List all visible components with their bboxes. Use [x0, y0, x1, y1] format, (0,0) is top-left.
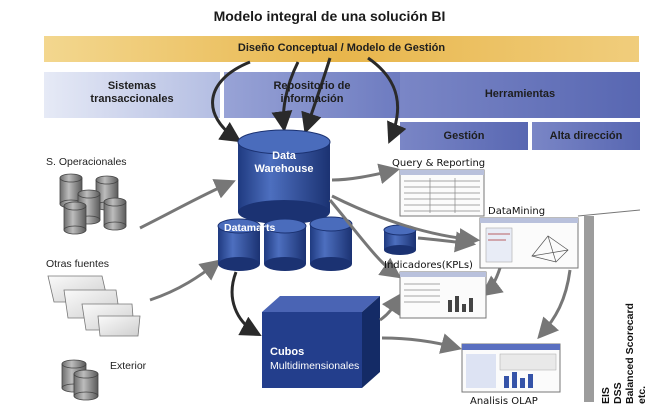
band-alta-direccion-label: Alta dirección — [549, 130, 623, 142]
arrow-top-to-dw-3 — [301, 57, 332, 134]
band-herramientas-label: Herramientas — [484, 88, 556, 100]
indicadores-screen — [399, 271, 487, 319]
arrow-dw-to-query — [331, 163, 401, 185]
vertical-label-etc: etc. — [636, 385, 648, 404]
olap-label: Analisis OLAP — [470, 396, 538, 407]
arrow-cubo-to-indicadores — [379, 292, 403, 322]
vertical-label-eis: EIS — [600, 387, 612, 404]
datamining-label: DataMining — [488, 206, 546, 217]
diagram-title: Modelo integral de una solución BI — [213, 8, 446, 24]
arrow-dw-to-indicadores — [328, 199, 402, 279]
query-reporting-screen — [399, 169, 485, 217]
cubo-icon — [262, 296, 380, 388]
datamarts-icon — [217, 216, 353, 271]
otras-fuentes-label: Otras fuentes — [46, 258, 110, 270]
arrow-otras-to-datamarts — [149, 259, 222, 302]
small-db-icon — [383, 224, 417, 255]
band-herramientas — [400, 72, 640, 118]
top-band-label: Diseño Conceptual / Modelo de Gestión — [237, 42, 446, 54]
band-gestion-label: Gestión — [443, 130, 485, 142]
band-alta-direccion — [532, 122, 640, 150]
arrow-datamarts-to-cubo — [230, 271, 262, 337]
arrow-top-to-dw-1 — [211, 60, 251, 143]
data-warehouse-icon — [237, 129, 331, 224]
arrow-smalldb-to-datamining — [417, 231, 477, 253]
band-sistemas-label: Sistemas transaccionales — [90, 80, 174, 105]
data-warehouse-label: Data Warehouse — [254, 150, 314, 175]
olap-screen — [461, 343, 561, 393]
cubos-label: Cubos — [270, 346, 305, 358]
exterior-icon — [61, 359, 99, 401]
vertical-label-dss: DSS — [612, 382, 624, 404]
band-gestion — [400, 122, 528, 150]
otras-fuentes-icon — [47, 275, 141, 337]
vertical-label-balanced-scorecard: Balanced Scorecard — [624, 303, 636, 404]
datamining-screen — [479, 217, 579, 269]
top-band — [44, 36, 639, 62]
operacionales-label: S. Operacionales — [46, 156, 127, 168]
datamarts-label: Datamarts — [224, 222, 276, 234]
exterior-label: Exterior — [110, 360, 147, 372]
query-reporting-label: Query & Reporting — [392, 158, 486, 169]
band-repositorio-label: Repositorio de información — [273, 80, 351, 105]
band-sistemas — [44, 72, 220, 118]
arrow-top-to-tools — [367, 56, 407, 144]
arrow-operacionales-to-dw — [139, 179, 236, 230]
indicadores-label: Indicadores(KPLs) — [384, 260, 473, 271]
side-bracket-top — [577, 209, 641, 217]
multidimensionales-label: Multidimensionales — [270, 360, 360, 372]
side-bracket — [584, 216, 594, 402]
arrow-top-to-dw-2 — [271, 61, 300, 133]
arrow-cubo-to-olap — [381, 333, 463, 354]
operacionales-icon — [59, 173, 127, 235]
arrow-datamining-to-olap — [537, 269, 572, 340]
